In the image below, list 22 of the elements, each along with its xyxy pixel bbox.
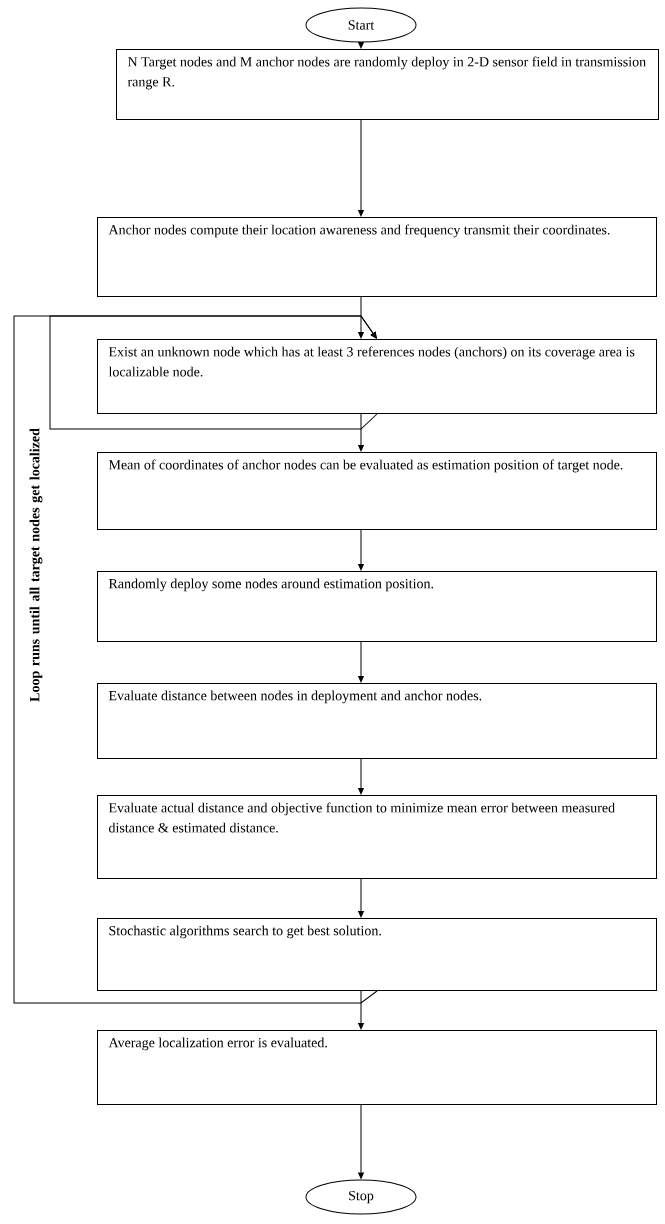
arrow [358, 1104, 364, 1179]
loop-arrow [13, 315, 378, 1004]
process-box: Exist an unknown node which has at least 3 references nodes (anchors) on its coverage area is localizable node. [97, 339, 657, 414]
edge-label: Loop runs until all target nodes get localized [29, 428, 43, 702]
arrow [358, 529, 364, 571]
arrow [358, 413, 364, 452]
arrow [358, 758, 364, 795]
arrow [358, 296, 364, 339]
process-box: Evaluate actual distance and objective function to minimize mean error between measured distance & estimated distance. [97, 795, 657, 879]
process-box: Evaluate distance between nodes in deployment and anchor nodes. [97, 683, 657, 759]
arrow [358, 641, 364, 683]
process-box: Stochastic algorithms search to get best solution. [97, 918, 657, 991]
process-box: Mean of coordinates of anchor nodes can be evaluated as estimation position of target node. [97, 452, 657, 530]
loop-arrow [49, 315, 378, 430]
process-box: Randomly deploy some nodes around estimation position. [97, 571, 657, 642]
arrow [358, 990, 364, 1030]
arrow [358, 119, 364, 217]
process-box: Average localization error is evaluated. [97, 1030, 657, 1105]
process-box: N Target nodes and M anchor nodes are randomly deploy in 2-D sensor field in transmission range R. [116, 49, 659, 120]
process-box: Anchor nodes compute their location awareness and frequency transmit their coordinates. [97, 217, 657, 297]
arrow [358, 878, 364, 918]
arrow [358, 41, 364, 49]
